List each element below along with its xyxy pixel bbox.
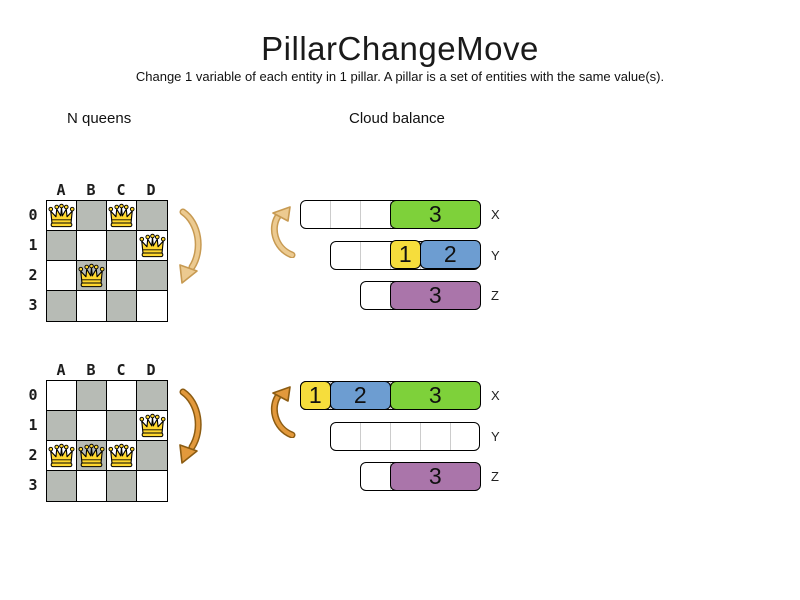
move-arrow-icon (179, 208, 202, 284)
nqueens-after-chessboard (46, 380, 168, 502)
queen-icon (138, 413, 166, 438)
board-cell (137, 261, 167, 291)
board-row-label: 0 (28, 386, 38, 404)
board-cell (77, 231, 107, 261)
board-cell (47, 291, 77, 321)
capacity-gridline (420, 422, 421, 450)
board-column-label: A (56, 181, 66, 199)
capacity-gridline (330, 201, 331, 228)
board-row-label: 2 (28, 266, 38, 284)
computer-capacity-bar: 3 (360, 461, 481, 491)
board-column-label: A (56, 361, 66, 379)
process-block: 3 (389, 380, 481, 410)
board-cell (77, 471, 107, 501)
board-cell (137, 291, 167, 321)
move-arrow-icon (270, 206, 296, 258)
board-cell (137, 471, 167, 501)
process-block: 2 (419, 240, 481, 270)
page-subtitle: Change 1 variable of each entity in 1 pi… (135, 69, 665, 84)
board-column-label: B (86, 181, 96, 199)
computer-capacity-bar: 3 (360, 280, 481, 310)
capacity-gridline (390, 422, 391, 450)
move-arrow-icon (270, 386, 296, 438)
board-cell (77, 261, 107, 291)
computer-capacity-bar (330, 421, 480, 451)
section-label-cloud-balance: Cloud balance (349, 110, 445, 127)
board-column-label: C (116, 361, 126, 379)
board-row-label: 0 (28, 206, 38, 224)
process-block: 1 (299, 380, 331, 410)
board-cell (107, 291, 137, 321)
computer-capacity-bar: 3 (300, 199, 481, 229)
board-cell (47, 261, 77, 291)
board-cell (47, 381, 77, 411)
board-row-label: 2 (28, 446, 38, 464)
section-label-nqueens: N queens (67, 110, 132, 127)
board-column-label: B (86, 361, 96, 379)
board-cell (47, 411, 77, 441)
computer-label: X (491, 388, 500, 403)
queen-icon (48, 203, 75, 228)
board-cell (137, 381, 167, 411)
move-arrow-icon (179, 388, 202, 464)
capacity-gridline (360, 422, 361, 450)
board-row-label: 3 (28, 476, 38, 494)
board-row-label: 1 (28, 416, 38, 434)
board-column-label: D (146, 181, 156, 199)
board-row-label: 3 (28, 296, 38, 314)
board-cell (137, 441, 167, 471)
process-block: 3 (389, 461, 481, 491)
queen-icon (78, 443, 105, 468)
computer-label: Z (491, 288, 499, 303)
board-cell (47, 471, 77, 501)
queen-icon (48, 443, 75, 468)
queen-icon (138, 233, 166, 258)
board-cell (107, 231, 137, 261)
board-cell (77, 381, 107, 411)
board-cell (77, 441, 107, 471)
queen-icon (108, 443, 135, 468)
board-cell (47, 231, 77, 261)
nqueens-before-chessboard (46, 200, 168, 322)
board-column-label: C (116, 181, 126, 199)
process-block: 2 (329, 380, 391, 410)
capacity-gridline (450, 422, 451, 450)
board-cell (47, 441, 77, 471)
board-cell (107, 471, 137, 501)
process-block: 3 (389, 280, 481, 310)
board-cell (137, 231, 167, 261)
page-title: PillarChangeMove (261, 30, 539, 67)
capacity-gridline (360, 241, 361, 269)
board-cell (107, 261, 137, 291)
board-cell (107, 381, 137, 411)
computer-label: Y (491, 247, 500, 263)
board-column-label: D (146, 361, 156, 379)
board-cell (107, 201, 137, 231)
board-cell (77, 411, 107, 441)
process-block: 3 (389, 199, 481, 229)
computer-label: Y (491, 428, 500, 444)
board-cell (137, 411, 167, 441)
process-block: 1 (389, 240, 421, 270)
computer-label: X (491, 207, 500, 222)
board-cell (77, 291, 107, 321)
computer-label: Z (491, 469, 499, 484)
queen-icon (78, 263, 105, 288)
board-cell (137, 201, 167, 231)
board-row-label: 1 (28, 236, 38, 254)
board-cell (107, 411, 137, 441)
board-cell (77, 201, 107, 231)
capacity-gridline (360, 201, 361, 228)
board-cell (107, 441, 137, 471)
queen-icon (108, 203, 135, 228)
board-cell (47, 201, 77, 231)
